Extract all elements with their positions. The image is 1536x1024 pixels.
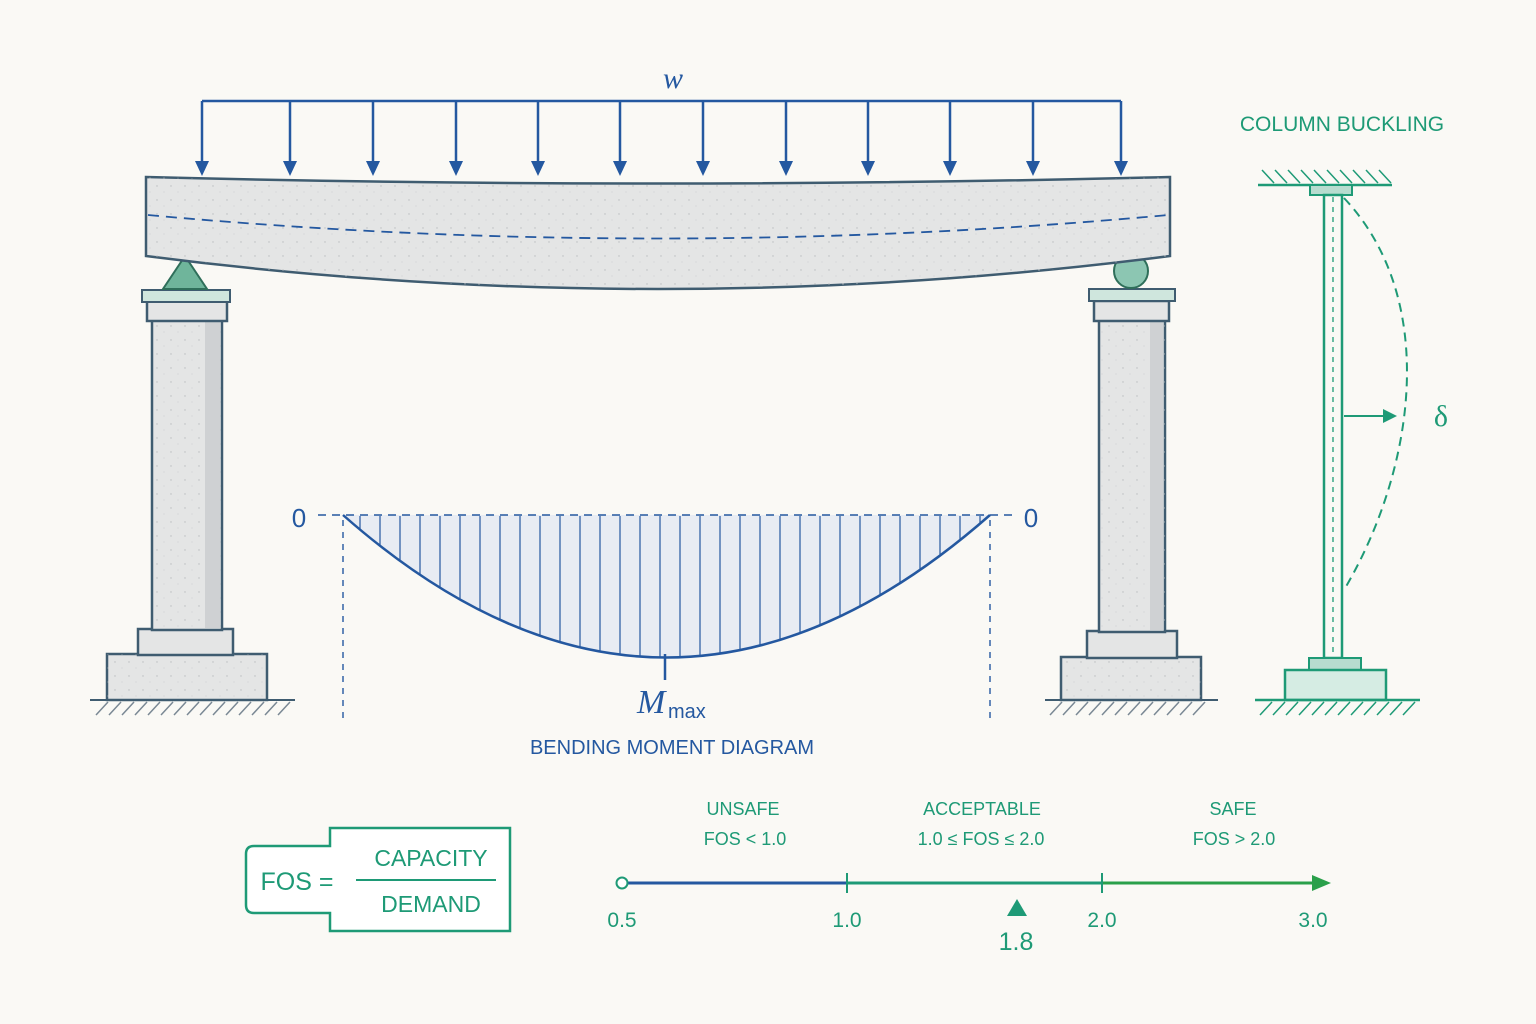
fixed-support-hatch-top bbox=[1261, 169, 1392, 184]
fos-formula: FOS = CAPACITY DEMAND bbox=[244, 826, 512, 933]
bending-moment-diagram: 0 0 M max BENDING MOMENT DIAGRAM bbox=[292, 503, 1038, 759]
fos-denominator: DEMAND bbox=[381, 891, 481, 917]
load-arrow bbox=[366, 101, 380, 176]
moment-zero-left: 0 bbox=[292, 503, 306, 533]
fos-marker-icon bbox=[1007, 899, 1027, 916]
distributed-load: w bbox=[195, 62, 1128, 176]
fos-scale: UNSAFE FOS < 1.0 ACCEPTABLE 1.0 ≤ FOS ≤ … bbox=[607, 799, 1331, 956]
load-arrows bbox=[195, 101, 1128, 176]
load-arrow bbox=[861, 101, 875, 176]
moment-diagram-title: BENDING MOMENT DIAGRAM bbox=[530, 737, 814, 759]
ground-hatch-right bbox=[1049, 701, 1206, 716]
pin-support-icon bbox=[161, 254, 209, 290]
fos-marker-value: 1.8 bbox=[999, 928, 1034, 956]
deflection-symbol: δ bbox=[1434, 400, 1448, 433]
load-arrow bbox=[283, 101, 297, 176]
load-arrow bbox=[696, 101, 710, 176]
load-arrow bbox=[613, 101, 627, 176]
scale-tick-0-5: 0.5 bbox=[607, 909, 636, 932]
zone-safe-range: FOS > 2.0 bbox=[1193, 829, 1276, 849]
deflection-arrow-icon bbox=[1383, 409, 1397, 423]
load-arrow bbox=[779, 101, 793, 176]
scale-origin-icon bbox=[615, 876, 629, 890]
load-arrow bbox=[1026, 101, 1040, 176]
moment-hatch bbox=[359, 516, 981, 658]
load-arrow bbox=[943, 101, 957, 176]
zone-unsafe-name: UNSAFE bbox=[706, 799, 779, 819]
load-arrow bbox=[531, 101, 545, 176]
moment-max-symbol: M bbox=[636, 684, 667, 721]
moment-max-subscript: max bbox=[668, 701, 706, 723]
right-column bbox=[1045, 253, 1218, 716]
scale-tick-2-0: 2.0 bbox=[1087, 909, 1116, 932]
zone-safe-name: SAFE bbox=[1209, 799, 1256, 819]
zone-unsafe-range: FOS < 1.0 bbox=[704, 829, 787, 849]
ground-hatch-left bbox=[95, 701, 291, 716]
fos-numerator: CAPACITY bbox=[374, 845, 487, 871]
load-arrow bbox=[449, 101, 463, 176]
zone-acceptable-range: 1.0 ≤ FOS ≤ 2.0 bbox=[918, 829, 1045, 849]
fixed-support-hatch-bottom bbox=[1259, 701, 1416, 716]
buckling-title: COLUMN BUCKLING bbox=[1240, 113, 1444, 136]
zone-acceptable-name: ACCEPTABLE bbox=[923, 799, 1041, 819]
scale-tick-3-0: 3.0 bbox=[1298, 909, 1327, 932]
load-symbol: w bbox=[663, 62, 683, 95]
scale-tick-1-0: 1.0 bbox=[832, 909, 861, 932]
beam bbox=[144, 175, 1172, 291]
load-arrow bbox=[195, 101, 209, 176]
scale-arrow-icon bbox=[1312, 875, 1331, 891]
moment-zero-right: 0 bbox=[1024, 503, 1038, 533]
left-column bbox=[90, 254, 295, 716]
load-arrow bbox=[1114, 101, 1128, 176]
fos-label: FOS = bbox=[261, 868, 334, 896]
column-buckling: COLUMN BUCKLING δ bbox=[1240, 113, 1448, 716]
